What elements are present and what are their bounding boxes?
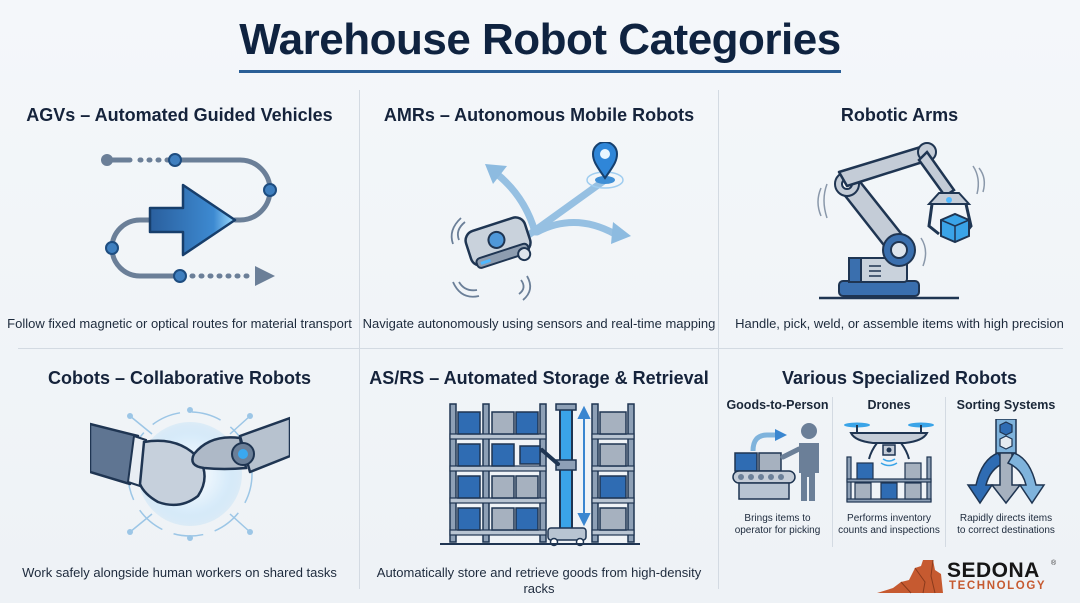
- human-robot-handshake-icon: [90, 407, 290, 541]
- category-description: Navigate autonomously using sensors and …: [362, 316, 716, 331]
- divider-vertical: [359, 349, 360, 589]
- logo-tagline: TECHNOLOGY: [949, 580, 1047, 592]
- category-description: Follow fixed magnetic or optical routes …: [7, 316, 352, 331]
- subcategory-drones: Drones Performs inventory count: [835, 397, 943, 547]
- sub-divider: [832, 397, 833, 547]
- robotic-arm-icon: [817, 142, 986, 300]
- conveyor-person-icon: [732, 423, 819, 501]
- category-title: Various Specialized Robots: [781, 368, 1018, 388]
- category-description: Automatically store and retrieve goods f…: [376, 565, 702, 596]
- category-title: Cobots – Collaborative Robots: [47, 368, 312, 388]
- category-description: Handle, pick, weld, or assemble items wi…: [735, 316, 1064, 331]
- page-title: Warehouse Robot Categories: [239, 16, 841, 73]
- subcategory-description: Rapidly directs items: [959, 513, 1053, 524]
- sub-divider: [945, 397, 946, 547]
- subcategory-description: Brings items to: [744, 513, 811, 524]
- category-asrs: AS/RS – Automated Storage & Retrieval: [360, 349, 718, 603]
- divider-vertical: [359, 90, 360, 348]
- category-specialized: Various Specialized Robots Goods-to-Pers…: [719, 349, 1080, 603]
- storage-rack-crane-icon: [440, 403, 640, 547]
- logo-brand: SEDONA: [947, 559, 1040, 582]
- category-title: AMRs – Autonomous Mobile Robots: [383, 105, 695, 125]
- category-agv: AGVs – Automated Guided Vehicles: [0, 90, 359, 348]
- category-robotic-arms: Robotic Arms: [719, 90, 1080, 348]
- subcategory-title: Sorting Systems: [956, 398, 1056, 412]
- category-title: AS/RS – Automated Storage & Retrieval: [369, 368, 709, 388]
- subcategory-description: to correct destinations: [957, 525, 1055, 536]
- subcategory-sorting-systems: Sorting Systems Rapidly directs items to…: [948, 397, 1064, 547]
- subcategory-description: operator for picking: [734, 525, 821, 536]
- subcategory-description: counts and inspections: [838, 525, 940, 536]
- subcategory-description: Performs inventory: [847, 513, 931, 524]
- route-arrow-icon: [101, 153, 277, 286]
- category-description: Work safely alongside human workers on s…: [22, 565, 337, 580]
- subcategory-title: Goods-to-Person: [726, 398, 829, 412]
- divider-horizontal: [18, 348, 1063, 349]
- drone-icon: [844, 422, 934, 503]
- category-amr: AMRs – Autonomous Mobile Robots: [360, 90, 718, 348]
- mountain-logo-icon: [877, 560, 943, 594]
- divider-vertical: [718, 349, 719, 589]
- sorting-arrows-icon: [966, 419, 1046, 505]
- header: Warehouse Robot Categories: [0, 0, 1080, 80]
- category-cobots: Cobots – Collaborative Robots Work safe: [0, 349, 359, 603]
- divider-vertical: [718, 90, 719, 348]
- subcategory-goods-to-person: Goods-to-Person Brings items to operator…: [725, 397, 830, 547]
- category-title: Robotic Arms: [840, 105, 959, 125]
- category-title: AGVs – Automated Guided Vehicles: [26, 105, 333, 125]
- category-grid: AGVs – Automated Guided Vehicles: [0, 90, 1080, 603]
- subcategory-title: Drones: [867, 398, 911, 412]
- registered-mark: ®: [1051, 560, 1057, 567]
- sedona-logo: SEDONA ® TECHNOLOGY: [875, 558, 1065, 598]
- mobile-robot-map-pin-icon: [450, 142, 631, 301]
